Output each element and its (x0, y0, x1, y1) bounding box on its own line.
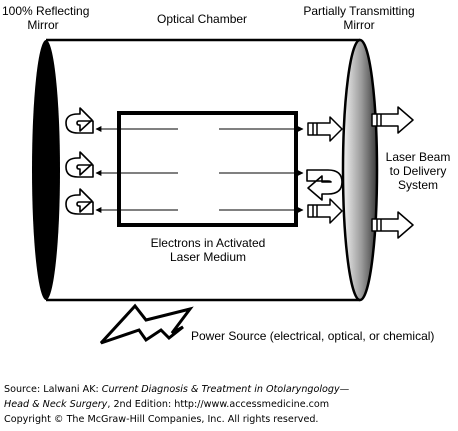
laser-beam-label-line: System (397, 178, 438, 192)
laser-medium-label-line: Electrons in Activated (150, 236, 266, 250)
reflecting-mirror-label: 100% Reflecting Mirror (2, 4, 90, 32)
u-turn-arrow-icon (306, 169, 343, 201)
laser-beam-label-line: to Delivery (389, 164, 447, 178)
transmitting-mirror-label: Partially Transmitting Mirror (284, 4, 434, 32)
u-turn-arrow-icon (65, 188, 94, 215)
laser-beam-label-line: Laser Beam (385, 150, 451, 164)
power-source-label: Power Source (electrical, optical, or ch… (191, 329, 435, 343)
optical-chamber-label: Optical Chamber (157, 12, 248, 26)
book-title-part1: Current Diagnosis & Treatment in Otolary… (101, 384, 350, 395)
u-turn-arrow-icon (65, 151, 94, 178)
laser-medium-label-line: Laser Medium (169, 250, 247, 264)
reflecting-mirror-label-line: Mirror (27, 18, 59, 32)
optical-chamber (46, 38, 360, 302)
laser-medium-label: Electrons in Activated Laser Medium (120, 236, 296, 264)
transmitting-mirror (341, 38, 379, 302)
u-turn-arrow-icon (65, 107, 94, 134)
book-title-part2: Head & Neck Surgery (4, 399, 108, 410)
source-prefix: Source: Lalwani AK: (4, 384, 102, 395)
reflecting-mirror-label-line: 100% Reflecting (2, 4, 90, 18)
edition-url: , 2nd Edition: http://www.accessmedicine… (107, 399, 330, 410)
source-citation: Source: Lalwani AK: Current Diagnosis & … (4, 384, 349, 396)
photon-paths (95, 126, 304, 213)
source-citation-line2: Head & Neck Surgery, 2nd Edition: http:/… (4, 399, 329, 411)
lightning-bolt-icon (99, 303, 194, 345)
hollow-arrow-icon (307, 116, 343, 142)
hollow-arrow-icon (371, 106, 414, 134)
hollow-arrow-icon (307, 198, 343, 224)
laser-medium-box (117, 111, 298, 227)
laser-beam-label: Laser Beam to Delivery System (380, 150, 456, 192)
reflecting-mirror (32, 40, 60, 300)
transmitting-mirror-label-line: Partially Transmitting (303, 4, 415, 18)
copyright-notice: Copyright © The McGraw-Hill Companies, I… (4, 414, 319, 425)
hollow-arrow-icon (371, 211, 414, 239)
transmitting-mirror-label-line: Mirror (343, 18, 375, 32)
laser-diagram (32, 38, 414, 345)
